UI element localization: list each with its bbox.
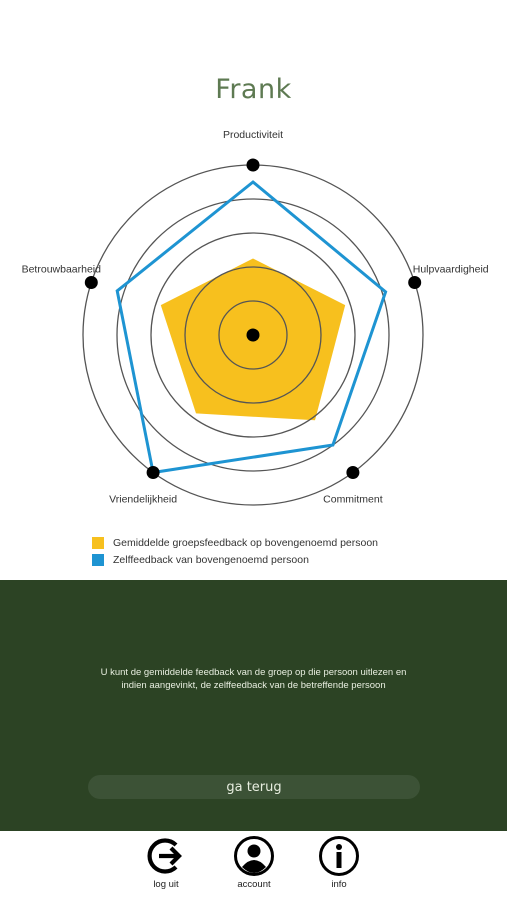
back-button[interactable]: ga terug	[88, 775, 420, 799]
axis-dot-1	[246, 158, 260, 172]
legend-label-self: Zelffeedback van bovengenoemd persoon	[113, 553, 309, 566]
nav-logout-label: log uit	[153, 879, 179, 890]
legend-label-group: Gemiddelde groepsfeedback op bovengenoem…	[113, 536, 379, 549]
grid-ring-1	[218, 300, 288, 370]
nav-info-label: info	[331, 879, 347, 890]
info-icon	[319, 836, 359, 876]
axis-dot-5	[84, 276, 98, 289]
nav-info[interactable]: info	[299, 836, 379, 890]
info-text: U kunt de gemiddelde feedback van de gro…	[100, 667, 407, 691]
info-panel: U kunt de gemiddelde feedback van de gro…	[0, 580, 507, 831]
axis-label-2: Hulpvaardigheid	[413, 264, 489, 276]
bottom-nav: log uit account info	[0, 831, 507, 900]
nav-account[interactable]: account	[214, 836, 294, 890]
axis-label-4: Vriendelijkheid	[109, 494, 177, 506]
series-line-self	[115, 180, 388, 475]
grid-ring-4	[116, 198, 390, 472]
account-icon	[234, 836, 274, 876]
page-title: Frank	[215, 74, 292, 105]
grid-ring-3	[150, 232, 356, 438]
logout-icon	[147, 838, 182, 874]
legend-swatch-group	[92, 536, 104, 549]
center-dot	[246, 328, 260, 342]
axis-dot-2	[408, 276, 422, 289]
axis-label-5: Betrouwbaarheid	[22, 264, 102, 276]
axis-dot-3	[346, 466, 360, 479]
axis-label-3: Commitment	[323, 494, 383, 506]
legend-swatch-self	[92, 553, 104, 566]
grid-ring-2	[184, 266, 322, 404]
legend-item-group: Gemiddelde groepsfeedback op bovengenoem…	[92, 534, 378, 551]
axis-dot-4	[146, 466, 160, 479]
nav-logout[interactable]: log uit	[126, 836, 206, 890]
nav-account-label: account	[237, 879, 271, 890]
axis-label-1: Productiviteit	[223, 129, 283, 141]
legend-item-self: Zelffeedback van bovengenoemd persoon	[92, 551, 378, 568]
chart-legend: Gemiddelde groepsfeedback op bovengenoem…	[92, 534, 378, 568]
